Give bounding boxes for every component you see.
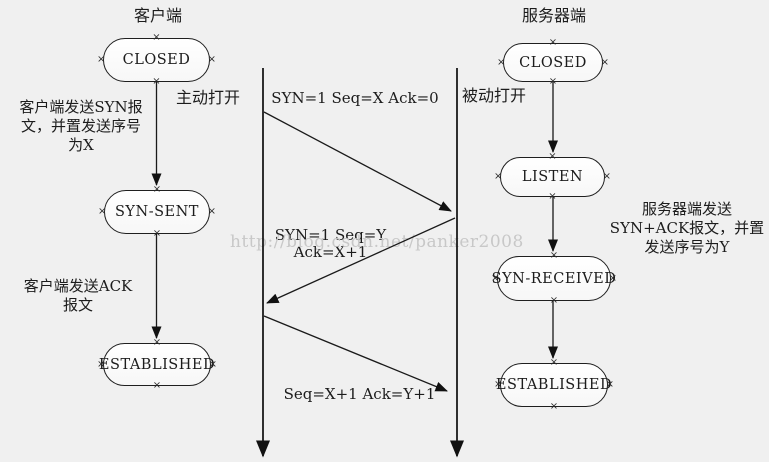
server-synack-note: 服务器端发送 SYN+ACK报文，并置 发送序号为Y <box>609 200 765 256</box>
state-label: ESTABLISHED <box>98 356 216 373</box>
selection-handle-icon[interactable]: × <box>97 358 106 370</box>
selection-handle-icon[interactable]: × <box>605 379 614 390</box>
state-node-server-closed[interactable]: CLOSED × × × × <box>497 38 609 87</box>
selection-handle-icon[interactable]: × <box>491 272 500 284</box>
selection-handle-icon[interactable]: × <box>494 171 503 182</box>
selection-handle-icon[interactable]: × <box>152 32 161 43</box>
selection-handle-icon[interactable]: × <box>152 337 162 348</box>
selection-handle-icon[interactable]: × <box>208 358 217 370</box>
state-node-server-synreceived[interactable]: SYN-RECEIVED × × × × <box>491 251 617 306</box>
selection-handle-icon[interactable]: × <box>549 401 559 412</box>
selection-handle-icon[interactable]: × <box>549 250 559 261</box>
active-open-label: 主动打开 <box>176 88 241 107</box>
client-title: 客户端 <box>133 6 182 25</box>
state-node-client-closed[interactable]: CLOSED × × × × <box>97 33 216 87</box>
state-label: LISTEN <box>521 169 584 185</box>
selection-handle-icon[interactable]: × <box>97 54 106 65</box>
client-ack-note: 客户端发送ACK 报文 <box>23 277 133 314</box>
selection-handle-icon[interactable]: × <box>608 272 617 284</box>
client-syn-note: 客户端发送SYN报 文，并置发送序号 为X <box>19 98 143 154</box>
ack-segment-label: Seq=X+1 Ack=Y+1 <box>283 385 436 403</box>
selection-handle-icon[interactable]: × <box>548 37 558 48</box>
state-label: CLOSED <box>122 52 191 68</box>
server-title: 服务器端 <box>521 6 586 25</box>
watermark-text: http://blog.csdn.net/panker2008 <box>230 232 524 252</box>
state-label: SYN-SENT <box>115 204 199 220</box>
passive-open-label: 被动打开 <box>462 86 527 105</box>
selection-handle-icon[interactable]: × <box>549 295 559 306</box>
selection-handle-icon[interactable]: × <box>602 171 611 182</box>
state-node-client-established[interactable]: ESTABLISHED × × × × <box>97 338 217 391</box>
state-node-server-established[interactable]: ESTABLISHED × × × × <box>494 358 614 412</box>
selection-handle-icon[interactable]: × <box>497 56 506 68</box>
selection-handle-icon[interactable]: × <box>207 54 216 65</box>
state-node-server-listen[interactable]: LISTEN × × × × <box>494 152 611 202</box>
state-label: CLOSED <box>519 54 587 71</box>
synack-segment-label: SYN=1 Seq=Y Ack=X+1 <box>274 226 387 261</box>
arrow-synack-segment[interactable] <box>266 217 456 304</box>
syn-segment-label: SYN=1 Seq=X Ack=0 <box>271 89 439 107</box>
selection-handle-icon[interactable]: × <box>152 228 162 239</box>
selection-handle-icon[interactable]: × <box>152 380 162 391</box>
selection-handle-icon[interactable]: × <box>152 184 162 195</box>
selection-handle-icon[interactable]: × <box>600 56 609 68</box>
selection-handle-icon[interactable]: × <box>207 206 216 217</box>
state-label: ESTABLISHED <box>495 377 613 393</box>
selection-handle-icon[interactable]: × <box>548 191 557 202</box>
selection-handle-icon[interactable]: × <box>548 151 557 162</box>
selection-handle-icon[interactable]: × <box>494 379 503 390</box>
selection-handle-icon[interactable]: × <box>152 76 161 87</box>
selection-handle-icon[interactable]: × <box>98 206 107 217</box>
selection-handle-icon[interactable]: × <box>549 357 559 368</box>
state-node-client-synsent[interactable]: SYN-SENT × × × × <box>98 185 216 239</box>
state-label: SYN-RECEIVED <box>491 270 617 287</box>
arrow-syn-segment[interactable] <box>263 111 452 212</box>
arrow-ack-segment[interactable] <box>263 315 448 392</box>
selection-handle-icon[interactable]: × <box>548 76 558 87</box>
